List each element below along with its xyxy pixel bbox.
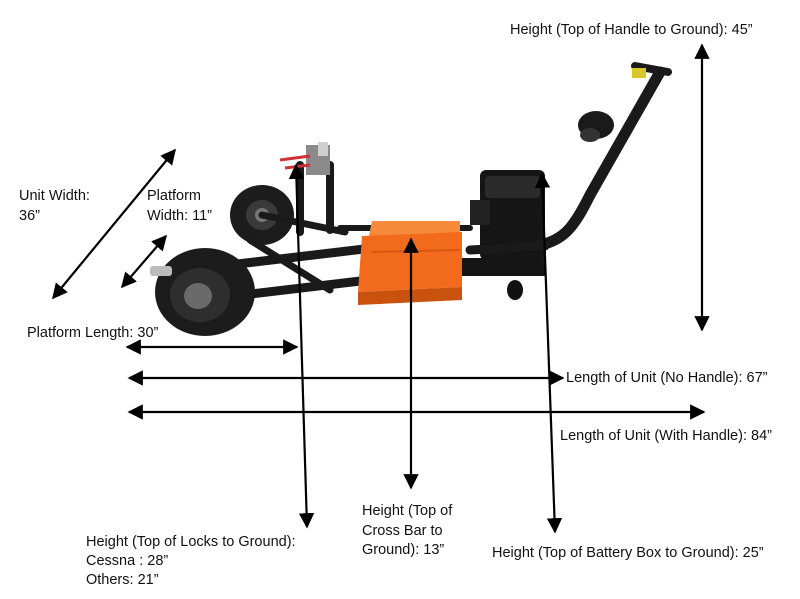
battery-height-arrow (534, 172, 563, 534)
unit-width-arrow (52, 148, 176, 300)
lock-post (279, 142, 330, 175)
locks-height-label-line2: Cessna : 28” (86, 553, 169, 569)
length-with-handle-label: Length of Unit (With Handle): 84” (560, 428, 772, 444)
battery-height-label: Height (Top of Battery Box to Ground): 2… (492, 545, 764, 561)
unit-width-label-line2: 36” (19, 208, 40, 224)
platform-length-label: Platform Length: 30” (27, 325, 159, 341)
crossbar-height-label-line3: Ground): 13” (362, 542, 445, 558)
crossbar-height-label-line2: Cross Bar to (362, 523, 443, 539)
aircraft-tug-image (150, 62, 672, 336)
locks-height-label-line1: Height (Top of Locks to Ground): (86, 534, 296, 550)
platform-width-arrow (120, 234, 168, 289)
battery-box (460, 170, 545, 300)
locks-height-label-line3: Others: 21” (86, 572, 159, 588)
length-no-handle-label: Length of Unit (No Handle): 67” (566, 370, 768, 386)
handle-height-label: Height (Top of Handle to Ground): 45” (510, 22, 753, 38)
unit-width-label-line1: Unit Width: (19, 188, 90, 204)
front-wheel (150, 248, 255, 336)
crossbar-height-label-line1: Height (Top of (362, 503, 453, 519)
locks-height-arrow (288, 163, 315, 529)
platform-width-label-line1: Platform (147, 188, 201, 204)
platform-width-label-line2: Width: 11” (147, 208, 213, 224)
